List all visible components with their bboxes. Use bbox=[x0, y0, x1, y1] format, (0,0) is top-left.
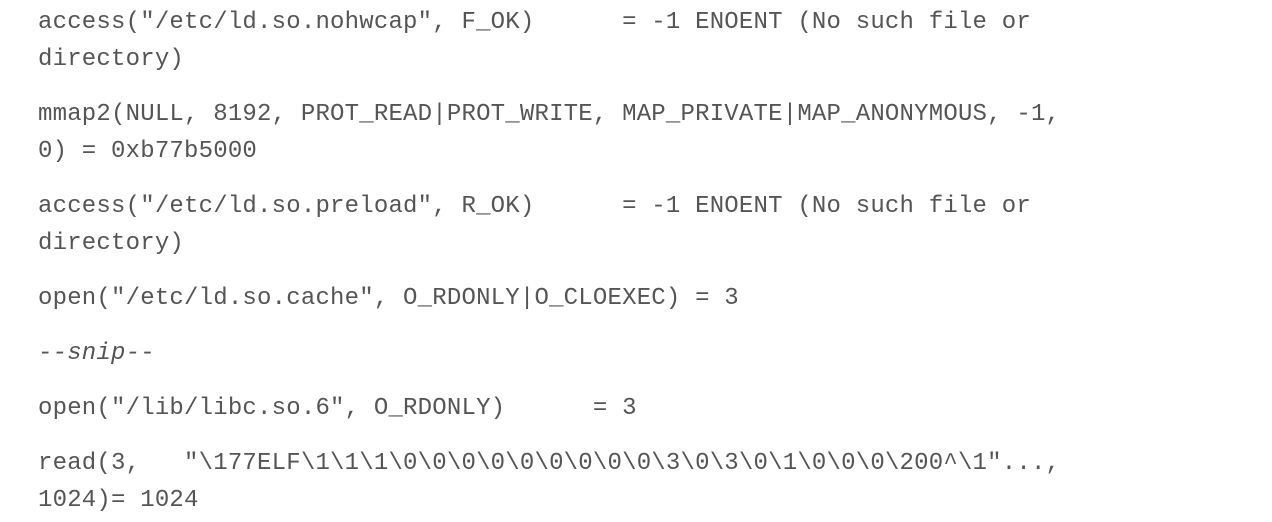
trace-line-open-ldcache: open("/etc/ld.so.cache", O_RDONLY|O_CLOE… bbox=[38, 285, 739, 312]
trace-line-mmap2-cont: 0) = 0xb77b5000 bbox=[38, 138, 258, 165]
trace-line-access-nohwcap-cont: directory) bbox=[38, 46, 185, 73]
line-gap bbox=[38, 372, 1238, 390]
trace-line-snip: --snip-- bbox=[38, 340, 155, 367]
line-gap bbox=[38, 317, 1238, 335]
trace-line-access-preload-cont: directory) bbox=[38, 230, 185, 257]
trace-line-access-nohwcap: access("/etc/ld.so.nohwcap", F_OK) = -1 … bbox=[38, 9, 1031, 36]
strace-output: access("/etc/ld.so.nohwcap", F_OK) = -1 … bbox=[38, 4, 1238, 519]
line-gap bbox=[38, 427, 1238, 445]
line-gap bbox=[38, 262, 1238, 280]
trace-line-mmap2: mmap2(NULL, 8192, PROT_READ|PROT_WRITE, … bbox=[38, 101, 1061, 128]
trace-line-open-libc: open("/lib/libc.so.6", O_RDONLY) = 3 bbox=[38, 395, 637, 422]
trace-line-access-preload: access("/etc/ld.so.preload", R_OK) = -1 … bbox=[38, 193, 1031, 220]
trace-line-read: read(3, "\177ELF\1\1\1\0\0\0\0\0\0\0\0\0… bbox=[38, 450, 1061, 477]
trace-line-read-cont: 1024)= 1024 bbox=[38, 487, 199, 514]
line-gap bbox=[38, 78, 1238, 96]
line-gap bbox=[38, 170, 1238, 188]
